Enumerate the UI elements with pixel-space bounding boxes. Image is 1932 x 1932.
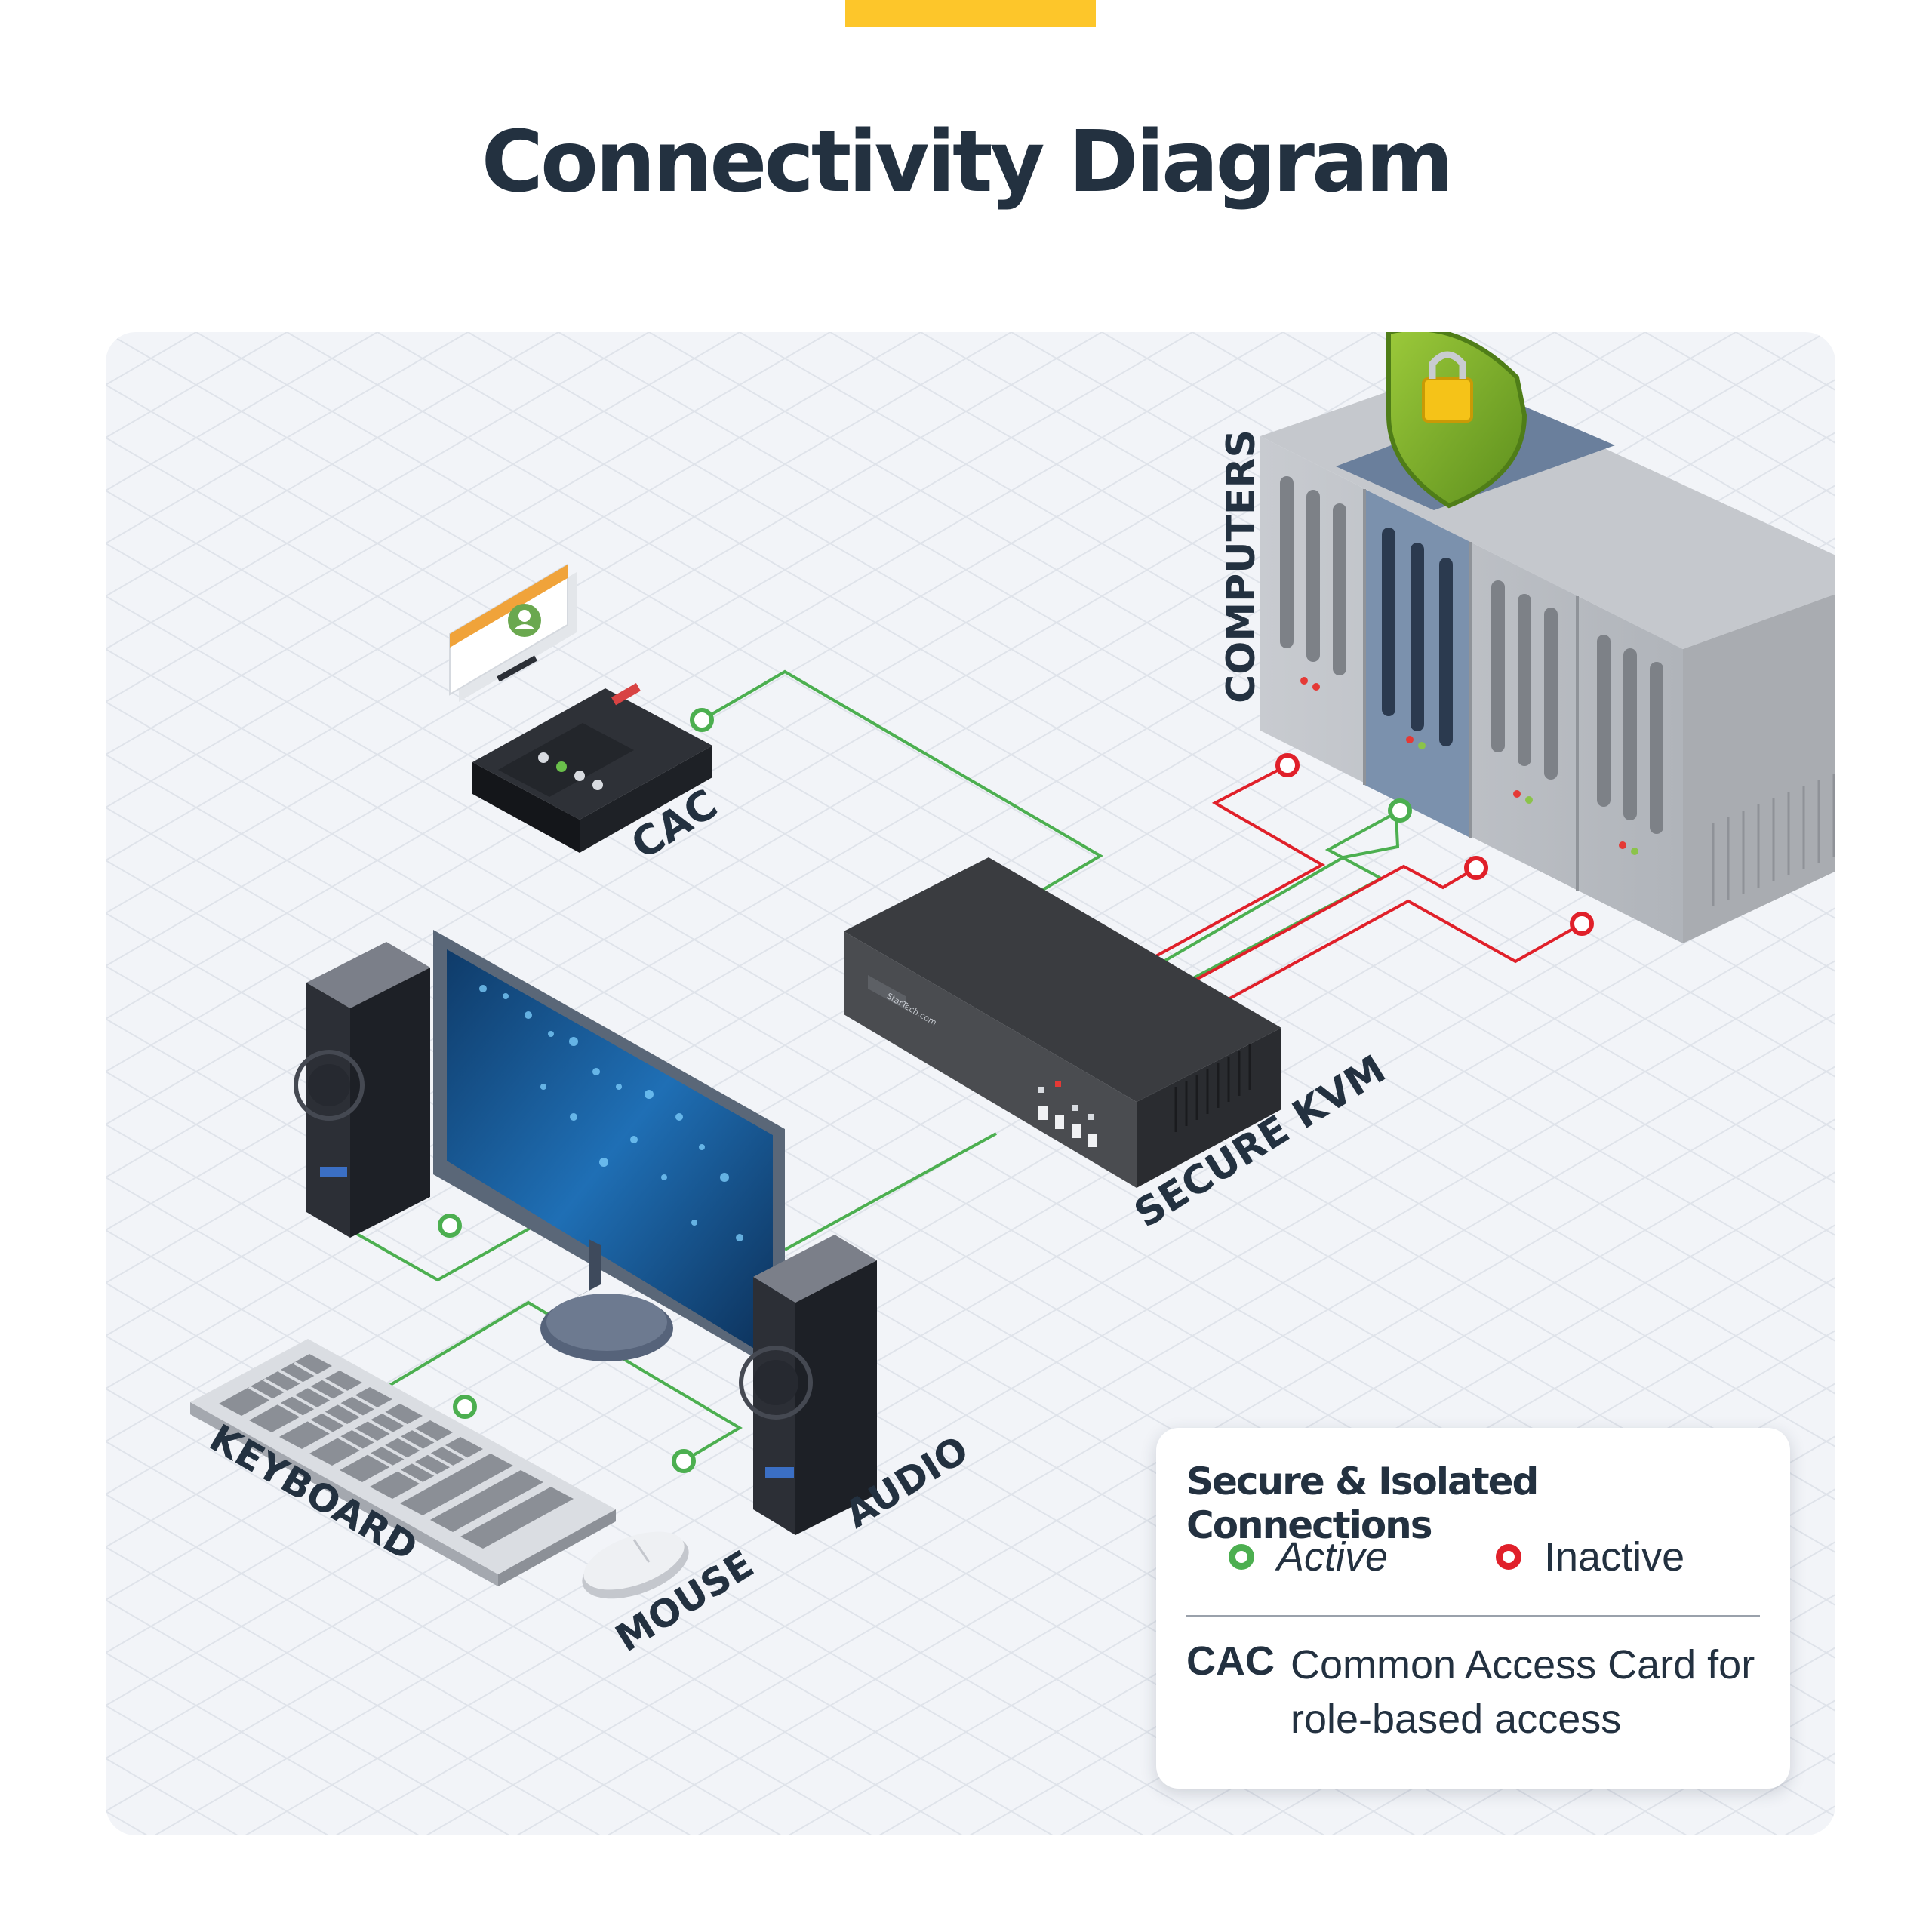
legend-abbreviation: CAC bbox=[1186, 1638, 1275, 1684]
accent-bar bbox=[845, 0, 1096, 27]
computer-link-inactive-2 bbox=[1171, 864, 1478, 995]
connection-endpoints bbox=[438, 708, 1594, 1473]
page-title: Connectivity Diagram bbox=[481, 113, 1454, 211]
speaker-left bbox=[294, 942, 430, 1238]
mouse-endpoint bbox=[672, 1449, 696, 1473]
speaker-right bbox=[739, 1235, 877, 1535]
diagram-panel: StarTech.com bbox=[106, 332, 1835, 1835]
computer-endpoint-inactive-3 bbox=[1570, 912, 1594, 936]
security-shield-icon bbox=[1386, 332, 1527, 509]
legend-definition: Common Access Card for role-based access bbox=[1291, 1642, 1755, 1742]
active-ring-icon bbox=[1229, 1544, 1254, 1570]
label-computers: COMPUTERS bbox=[1219, 429, 1264, 703]
computer-link-inactive-3 bbox=[1192, 899, 1583, 1020]
secure-kvm: StarTech.com bbox=[844, 857, 1281, 1188]
legend-item-active: Active bbox=[1229, 1534, 1388, 1580]
cac-endpoint bbox=[690, 708, 714, 732]
lock-icon bbox=[1422, 377, 1473, 423]
keyboard bbox=[190, 1339, 616, 1586]
legend-item-inactive: Inactive bbox=[1496, 1534, 1684, 1580]
legend-divider bbox=[1186, 1615, 1760, 1617]
keyboard-endpoint bbox=[453, 1395, 477, 1419]
mouse bbox=[582, 1531, 689, 1599]
computer-endpoint-active bbox=[1388, 798, 1412, 823]
world-map-screen bbox=[447, 949, 773, 1360]
legend-active-label: Active bbox=[1277, 1534, 1389, 1580]
monitor bbox=[433, 930, 785, 1375]
cac-reader bbox=[449, 563, 712, 853]
keyboard-mouse-link bbox=[355, 1300, 743, 1464]
monitor-link bbox=[784, 1132, 997, 1251]
computer-link-inactive-1 bbox=[1121, 764, 1326, 977]
connectivity-diagram: StarTech.com bbox=[106, 332, 1835, 1835]
cac-link bbox=[700, 669, 1103, 897]
legend-inactive-label: Inactive bbox=[1544, 1534, 1685, 1580]
audio-endpoint bbox=[438, 1214, 462, 1238]
login-window-icon bbox=[449, 563, 577, 702]
computer-endpoint-inactive-1 bbox=[1275, 753, 1300, 777]
legend-card: Secure & Isolated Connections Active Ina… bbox=[1156, 1428, 1790, 1789]
computer-endpoint-inactive-2 bbox=[1464, 856, 1488, 880]
connection-lines bbox=[339, 669, 1583, 1464]
legend-title: Secure & Isolated Connections bbox=[1186, 1460, 1539, 1547]
inactive-ring-icon bbox=[1496, 1544, 1521, 1570]
kvm-port-buttons bbox=[1038, 1081, 1097, 1147]
